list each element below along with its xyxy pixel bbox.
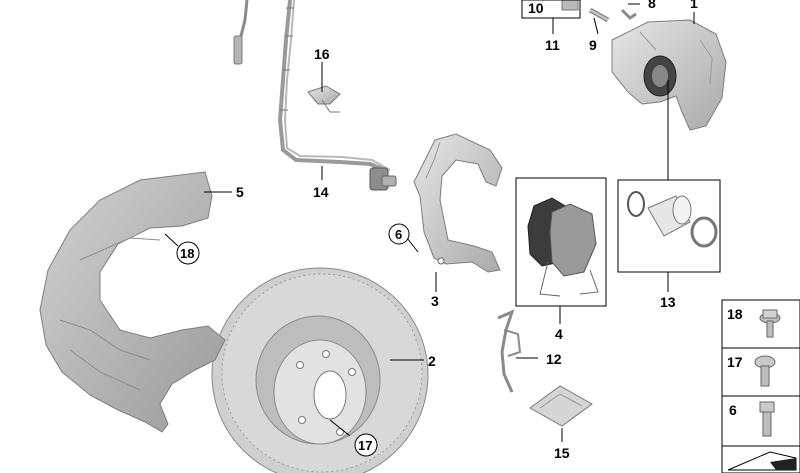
circled-callout-18: 18 [176, 241, 200, 265]
callout-10-box: 10 [521, 0, 581, 19]
callout-10: 10 [528, 0, 544, 16]
callout-labels: 1 2 3 4 5 8 9 11 12 13 14 15 16 [236, 0, 698, 461]
fastener-item-6: 6 [721, 395, 800, 447]
callout-15: 15 [554, 445, 570, 461]
circled-callout-17: 17 [354, 433, 378, 457]
brake-line-bracket [233, 0, 397, 191]
dust-shield [39, 171, 226, 433]
callout-16: 16 [314, 46, 330, 62]
wheel-bolt-icon [754, 355, 776, 387]
brake-pads [515, 177, 607, 307]
circled-18-text: 18 [180, 246, 194, 261]
anti-rattle-spring [497, 309, 522, 393]
brake-caliper [611, 19, 727, 131]
callout-2: 2 [428, 353, 436, 369]
fastener-item-18: 18 [721, 299, 800, 349]
repair-kit-box [617, 179, 721, 273]
fastener-label-18: 18 [727, 306, 743, 322]
repair-kit [617, 179, 721, 273]
guide-pins [561, 0, 637, 23]
callout-8: 8 [648, 0, 656, 11]
hex-bolt-icon [759, 401, 775, 437]
pads-box [515, 177, 607, 307]
fastener-label-6: 6 [729, 402, 737, 418]
sensor-bracket [307, 85, 341, 113]
fastener-label-17: 17 [727, 354, 743, 370]
circled-6-text: 6 [395, 227, 402, 242]
circled-17-text: 17 [358, 438, 372, 453]
fastener-sidebar: 18 17 6 [721, 299, 800, 473]
callout-12: 12 [546, 351, 562, 367]
callout-13: 13 [660, 294, 676, 310]
callout-4: 4 [555, 326, 563, 342]
callout-3: 3 [431, 293, 439, 309]
leader-lines [164, 3, 695, 442]
callout-11: 11 [545, 37, 560, 53]
callout-14: 14 [313, 184, 329, 200]
grease-sachet [529, 385, 593, 427]
scale-box [721, 445, 800, 473]
flange-bolt-icon [759, 309, 781, 338]
brake-disc [211, 267, 429, 473]
callout-9: 9 [589, 37, 597, 53]
callout-5: 5 [236, 184, 244, 200]
fastener-item-17: 17 [721, 347, 800, 397]
callout-1: 1 [690, 0, 698, 11]
caliper-carrier [413, 133, 503, 273]
circled-callout-6: 6 [388, 223, 410, 245]
